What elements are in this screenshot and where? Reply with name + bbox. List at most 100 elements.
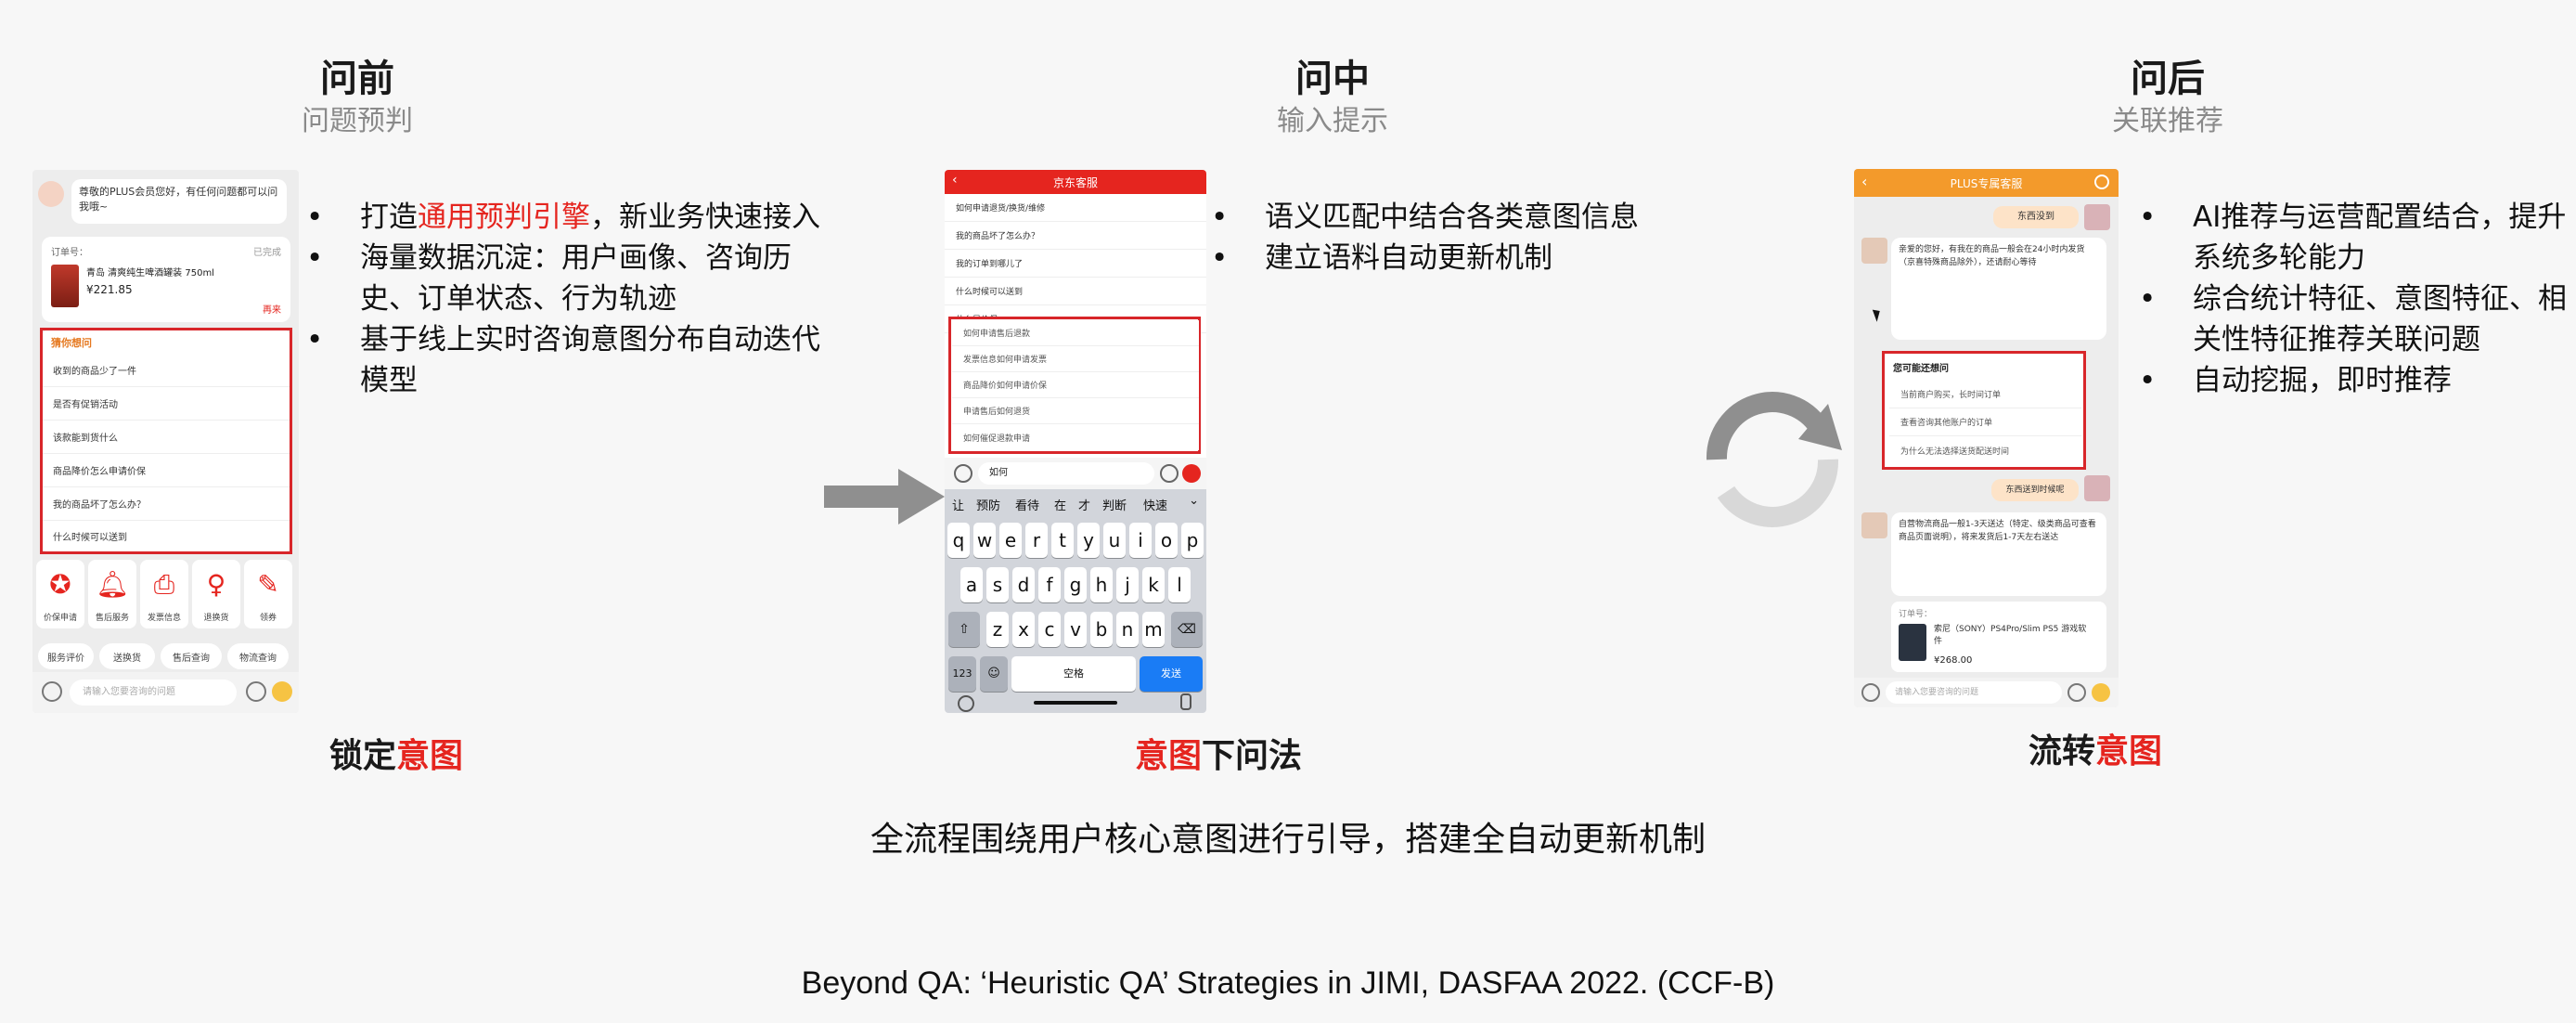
key-d[interactable]: d xyxy=(1012,567,1035,602)
emoji-key-icon[interactable]: ☺ xyxy=(980,656,1008,692)
chat-input[interactable]: 请输入您要咨询的问题 xyxy=(70,680,237,706)
header-title: PLUS专属客服 xyxy=(1950,177,2023,190)
key-a[interactable]: a xyxy=(960,567,983,602)
chat-input[interactable]: 如何 xyxy=(978,462,1154,485)
suggestion-item[interactable]: 是否有促销活动 xyxy=(42,387,290,421)
candidate[interactable]: 在 xyxy=(1054,499,1067,513)
suggestion-item[interactable]: 该款能到货什么 xyxy=(42,421,290,454)
bell-icon: 🔔︎ xyxy=(96,569,129,600)
back-icon[interactable]: ‹ xyxy=(952,173,958,188)
quick-pill[interactable]: 送换货 xyxy=(99,643,155,669)
key-g[interactable]: g xyxy=(1064,567,1087,602)
candidate[interactable]: 预防 xyxy=(976,499,1001,513)
dictation-icon[interactable] xyxy=(1180,693,1191,710)
product-thumbnail xyxy=(1899,624,1926,661)
suggestion-item[interactable]: 商品降价怎么申请价保 xyxy=(42,454,290,487)
emoji-icon[interactable] xyxy=(1160,464,1179,483)
back-icon[interactable]: ‹ xyxy=(1861,173,1868,190)
product-name: 索尼（SONY）PS4Pro/Slim PS5 游戏软件 xyxy=(1934,625,2087,646)
tile-price-protect[interactable]: ✪ 价保申请 xyxy=(36,560,84,628)
settings-icon[interactable] xyxy=(2094,175,2109,189)
plus-icon[interactable] xyxy=(2092,683,2110,702)
bullet: AI推荐与运营配置结合，提升系统多轮能力 xyxy=(2139,197,2570,278)
key-u[interactable]: u xyxy=(1103,523,1126,558)
key-o[interactable]: o xyxy=(1155,523,1178,558)
suggestion-item[interactable]: 收到的商品少了一件 xyxy=(42,354,290,387)
send-key[interactable]: 发送 xyxy=(1140,656,1203,692)
emoji-icon[interactable] xyxy=(246,681,266,702)
shift-key-icon[interactable]: ⇧ xyxy=(948,612,980,647)
tile-invoice[interactable]: ⎙ 发票信息 xyxy=(140,560,188,628)
key-s[interactable]: s xyxy=(986,567,1009,602)
key-w[interactable]: w xyxy=(973,523,996,558)
tile-coupon[interactable]: ✎ 领券 xyxy=(244,560,292,628)
quick-pill[interactable]: 物流查询 xyxy=(227,643,289,669)
order-card[interactable]: 订单号： 已完成 青岛 清爽纯生啤酒罐装 750ml ¥221.85 再来 xyxy=(42,237,290,322)
microphone-icon[interactable] xyxy=(42,681,62,702)
product-action[interactable]: 再来 xyxy=(263,305,281,316)
menu-item[interactable]: 我的商品坏了怎么办？ xyxy=(945,222,1206,250)
related-question[interactable]: 查看咨询其他账户的订单 xyxy=(1889,408,2081,436)
key-i[interactable]: i xyxy=(1129,523,1152,558)
emoji-icon[interactable] xyxy=(2067,683,2086,702)
key-v[interactable]: v xyxy=(1064,612,1087,647)
key-k[interactable]: k xyxy=(1142,567,1165,602)
key-f[interactable]: f xyxy=(1038,567,1061,602)
quick-pill[interactable]: 售后查询 xyxy=(161,643,222,669)
col1-title: 问前 xyxy=(320,58,394,100)
quick-pill[interactable]: 服务评价 xyxy=(38,643,94,669)
key-y[interactable]: y xyxy=(1077,523,1100,558)
chat-input[interactable]: 请输入您要咨询的问题 xyxy=(1886,681,2062,704)
suggestion-item[interactable]: 什么时候可以送到 xyxy=(42,521,290,550)
tile-return[interactable]: ♀ 退换货 xyxy=(192,560,240,628)
key-j[interactable]: j xyxy=(1116,567,1139,602)
tile-label: 价保申请 xyxy=(43,614,77,623)
user-bubble: 东西送到时候呢 xyxy=(1991,479,2079,501)
key-n[interactable]: n xyxy=(1116,612,1139,647)
key-x[interactable]: x xyxy=(1012,612,1035,647)
key-p[interactable]: p xyxy=(1181,523,1204,558)
col2-bullets: 语义匹配中结合各类意图信息 建立语料自动更新机制 xyxy=(1211,197,1675,278)
col1-caption: 锁定意图 xyxy=(328,737,464,775)
menu-item[interactable]: 如何申请退货/换货/维修 xyxy=(945,194,1206,222)
key-r[interactable]: r xyxy=(1025,523,1048,558)
key-t[interactable]: t xyxy=(1051,523,1074,558)
key-m[interactable]: m xyxy=(1142,612,1165,647)
related-question[interactable]: 为什么无法选择送货配送时间 xyxy=(1889,436,2081,464)
key-q[interactable]: q xyxy=(947,523,970,558)
suggestion-item[interactable]: 商品降价如何申请价保 xyxy=(952,372,1199,398)
phone2-screenshot: ‹ 京东客服 如何申请退货/换货/维修 我的商品坏了怎么办？ 我的订单到哪儿了 … xyxy=(945,170,1206,713)
candidate[interactable]: 看待 xyxy=(1015,499,1040,513)
send-plus-icon[interactable] xyxy=(1182,464,1201,483)
backspace-key-icon[interactable]: ⌫ xyxy=(1171,612,1203,647)
key-e[interactable]: e xyxy=(999,523,1022,558)
tile-after-sales[interactable]: 🔔︎ 售后服务 xyxy=(88,560,136,628)
chevron-down-icon[interactable]: ⌄ xyxy=(1189,494,1199,508)
globe-icon[interactable] xyxy=(958,695,974,712)
microphone-icon[interactable] xyxy=(1861,683,1880,702)
menu-item[interactable]: 我的订单到哪儿了 xyxy=(945,250,1206,278)
key-c[interactable]: c xyxy=(1038,612,1061,647)
key-123[interactable]: 123 xyxy=(948,656,976,692)
candidate[interactable]: 才 xyxy=(1078,499,1091,513)
candidate[interactable]: 判断 xyxy=(1102,499,1127,513)
menu-item[interactable]: 什么时候可以送到 xyxy=(945,278,1206,305)
microphone-icon[interactable] xyxy=(954,464,972,483)
suggestion-item[interactable]: 如何申请售后退款 xyxy=(952,320,1199,346)
phone3-screenshot: ‹ PLUS专属客服 东西没到 亲爱的您好，有我在的商品一般会在24小时内发货（… xyxy=(1854,169,2119,707)
suggestion-item[interactable]: 如何催促退款申请 xyxy=(952,424,1199,450)
order-card[interactable]: 订单号： 索尼（SONY）PS4Pro/Slim PS5 游戏软件 ¥268.0… xyxy=(1891,602,2106,672)
suggestion-item[interactable]: 申请售后如何退货 xyxy=(952,398,1199,424)
candidate[interactable]: 快速 xyxy=(1143,499,1168,513)
candidate[interactable]: 让 xyxy=(952,499,965,513)
key-l[interactable]: l xyxy=(1168,567,1191,602)
plus-icon[interactable] xyxy=(272,681,292,702)
bullet: 综合统计特征、意图特征、相关性特征推荐关联问题 xyxy=(2139,278,2570,360)
related-question[interactable]: 当前商户购买，长时间订单 xyxy=(1889,381,2081,408)
suggestion-item[interactable]: 我的商品坏了怎么办？ xyxy=(42,487,290,521)
key-h[interactable]: h xyxy=(1090,567,1113,602)
key-b[interactable]: b xyxy=(1090,612,1113,647)
space-key[interactable]: 空格 xyxy=(1011,656,1136,692)
suggestion-item[interactable]: 发票信息如何申请发票 xyxy=(952,346,1199,372)
key-z[interactable]: z xyxy=(986,612,1009,647)
